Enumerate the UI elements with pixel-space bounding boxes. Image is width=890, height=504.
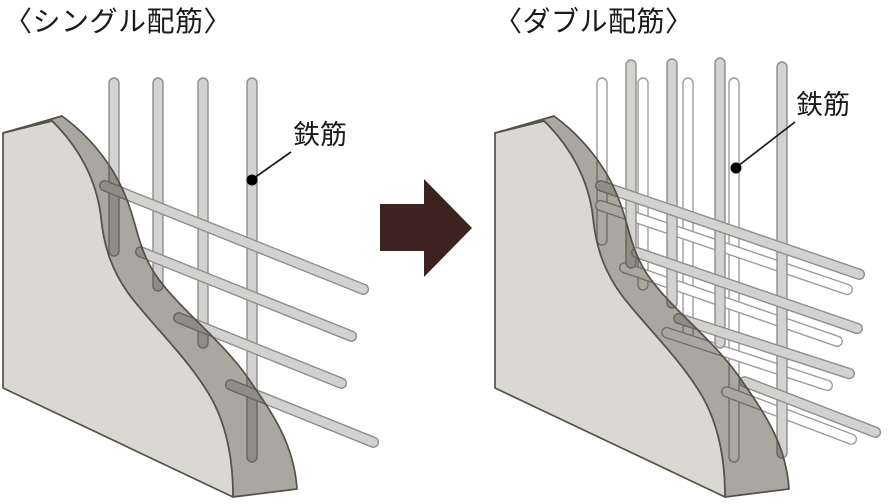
pointer-dot xyxy=(730,162,742,174)
right-front-rebar-layer xyxy=(595,57,882,459)
right-annotation: 鉄筋 xyxy=(730,90,850,174)
leader-line xyxy=(253,151,292,179)
leader-line xyxy=(737,121,796,167)
pointer-dot xyxy=(246,174,258,186)
left-panel-title: 〈シングル配筋〉 xyxy=(4,6,232,37)
right-panel-title: 〈ダブル配筋〉 xyxy=(494,6,694,37)
rebar-label: 鉄筋 xyxy=(796,90,850,120)
rebar-vertical xyxy=(714,57,726,349)
rebar-vertical xyxy=(197,77,209,349)
rebar-label: 鉄筋 xyxy=(293,120,347,150)
arrow-right-icon xyxy=(380,179,472,277)
left-annotation: 鉄筋 xyxy=(246,120,347,186)
